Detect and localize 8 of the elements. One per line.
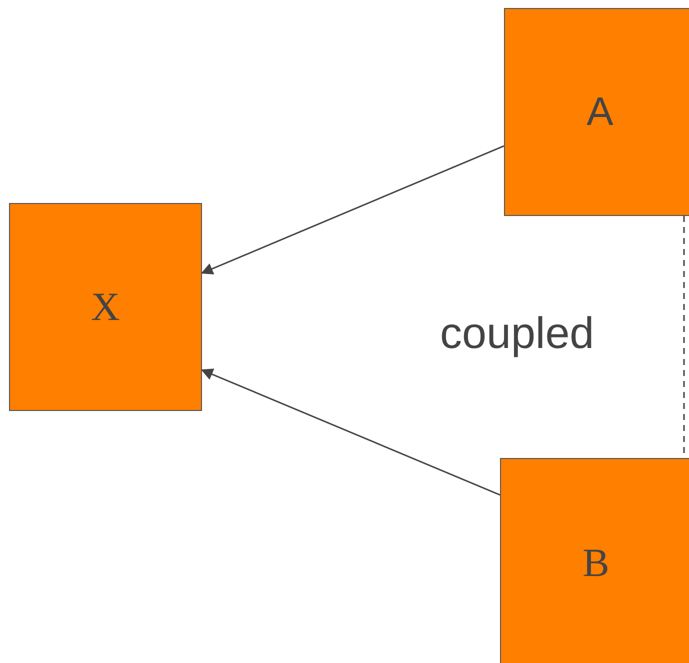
- node-label: B: [582, 543, 610, 583]
- arrow: [200, 145, 504, 274]
- arrow: [200, 368, 500, 496]
- square-box: [9, 203, 202, 411]
- node-label: X: [91, 287, 120, 327]
- square-box: [504, 8, 689, 216]
- node-label: A: [586, 92, 614, 132]
- square-box: [500, 458, 689, 663]
